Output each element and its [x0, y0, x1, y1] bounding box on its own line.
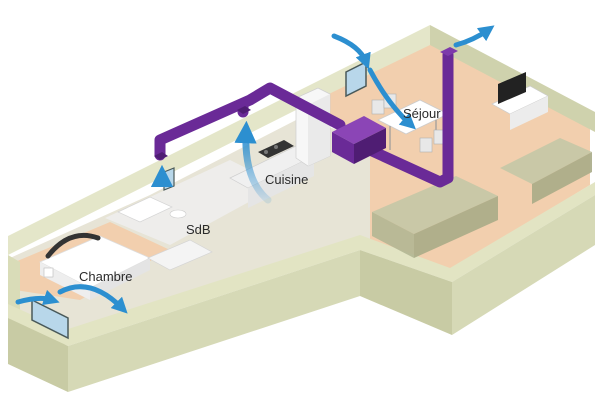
- arrow-icon: [331, 33, 371, 70]
- sofas: [372, 138, 592, 258]
- tv-set: [491, 72, 549, 130]
- arrow-icon: [234, 120, 272, 204]
- front-wall-left-face2: [68, 250, 360, 392]
- arrow-icon: [15, 289, 60, 306]
- window-bedroom: [31, 298, 69, 340]
- room-label-cuisine: Cuisine: [265, 172, 309, 187]
- arrow-icon: [453, 25, 495, 48]
- front-wall-living-face2: [452, 195, 595, 335]
- room-label-sdb: SdB: [186, 222, 211, 237]
- arrow-icon: [57, 284, 128, 314]
- room-label-sejour: Séjour: [403, 106, 441, 121]
- front-wall-left-face: [8, 318, 68, 392]
- building-shell: [8, 25, 595, 392]
- room-label-chambre: Chambre: [79, 269, 133, 284]
- air-flows: [15, 25, 495, 314]
- duct-main: [154, 82, 346, 161]
- arrow-icon: [367, 67, 416, 130]
- front-wall-living-top: [360, 182, 595, 282]
- duct-sdb-cap: [154, 152, 168, 160]
- duct-kitchen-cap: [237, 106, 251, 114]
- vmc-box-icon: [332, 116, 386, 164]
- front-wall-living-face: [360, 250, 452, 335]
- duct-exhaust: [364, 49, 454, 188]
- duct-roof-cap: [440, 47, 458, 56]
